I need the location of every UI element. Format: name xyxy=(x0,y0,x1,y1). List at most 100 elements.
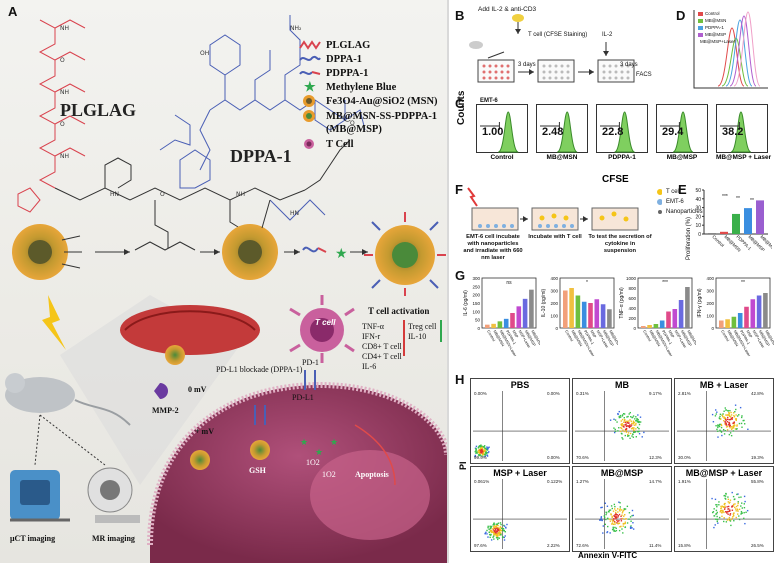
t-cell-label: T cell xyxy=(315,318,336,327)
bar xyxy=(719,320,724,328)
event-dot xyxy=(734,404,737,406)
event-dot xyxy=(483,449,485,452)
event-dot xyxy=(617,430,619,432)
histogram-group-label: Control xyxy=(490,154,514,161)
bar xyxy=(491,323,496,328)
event-dot xyxy=(494,526,497,528)
x-tick-label: Control xyxy=(564,330,574,343)
event-dot xyxy=(624,434,627,437)
event-dot xyxy=(712,421,715,423)
quadrant-percentage: 2.81% xyxy=(678,391,691,396)
event-dot xyxy=(611,518,613,521)
event-dot xyxy=(506,523,508,526)
event-dot xyxy=(503,525,506,527)
event-dot xyxy=(619,502,621,504)
bar xyxy=(581,301,587,328)
event-dot xyxy=(716,428,718,431)
event-dot xyxy=(502,536,504,538)
event-dot xyxy=(616,522,618,524)
event-dot xyxy=(722,413,724,415)
y-tick-label: 50 xyxy=(475,318,481,323)
event-dot xyxy=(637,418,639,421)
event-dot xyxy=(620,420,623,422)
event-dot xyxy=(618,416,621,419)
legend-item-pdppa: PDPPA-1 xyxy=(298,66,368,80)
event-dot xyxy=(487,451,489,454)
event-dot xyxy=(729,416,732,418)
panel-h-letter: H xyxy=(455,372,465,387)
event-dot xyxy=(628,420,630,422)
event-dot xyxy=(735,414,737,416)
event-dot xyxy=(628,424,631,427)
event-dot xyxy=(743,517,745,520)
event-dot xyxy=(610,514,612,516)
event-dot xyxy=(497,529,499,531)
histogram-gate xyxy=(660,122,680,130)
event-dot xyxy=(732,430,735,432)
histogram-group-label: MB@MSP xyxy=(666,154,698,161)
event-dot xyxy=(735,505,738,508)
event-dot xyxy=(504,535,506,537)
event-dot xyxy=(615,509,617,512)
bar xyxy=(708,233,716,234)
event-dot xyxy=(629,424,631,426)
event-dot xyxy=(723,520,725,523)
flow-plot-title: MSP + Laser xyxy=(493,468,547,478)
event-dot xyxy=(716,505,718,508)
event-dot xyxy=(615,514,617,516)
event-dot xyxy=(627,435,629,437)
facs-label: FACS xyxy=(636,72,652,78)
cytokine-item: IFN-r xyxy=(362,332,381,341)
event-dot xyxy=(726,425,729,428)
legend-item-plglag: PLGLAG xyxy=(298,38,370,52)
event-dot xyxy=(487,525,489,528)
event-dot xyxy=(725,422,727,425)
event-dot xyxy=(605,518,607,521)
event-dot xyxy=(616,421,618,423)
event-dot xyxy=(737,493,739,495)
event-dot xyxy=(728,415,731,418)
event-dot xyxy=(740,496,742,498)
bar xyxy=(750,299,756,328)
event-dot xyxy=(727,416,729,419)
event-dot xyxy=(608,509,611,512)
event-dot xyxy=(498,534,501,536)
quadrant-percentage: 1.27% xyxy=(576,479,589,484)
event-dot xyxy=(716,411,718,413)
event-dot xyxy=(493,531,496,533)
event-dot xyxy=(715,513,717,515)
quadrant-percentage: 70.6% xyxy=(576,455,589,460)
bar xyxy=(516,306,522,328)
event-dot xyxy=(729,513,732,515)
event-dot xyxy=(480,447,482,449)
event-dot xyxy=(639,416,642,418)
event-dot xyxy=(613,521,616,523)
event-dot xyxy=(633,422,636,424)
legend-item-mb: ★ Methylene Blue xyxy=(298,79,396,94)
event-dot xyxy=(636,419,638,422)
plot-frame xyxy=(715,277,771,329)
panel-d-letter: D xyxy=(676,8,686,23)
event-dot xyxy=(636,417,638,420)
event-dot xyxy=(720,509,723,512)
event-dot xyxy=(474,454,477,457)
event-dot xyxy=(625,427,628,430)
y-tick-label: 150 xyxy=(472,301,480,306)
event-dot xyxy=(729,510,731,512)
event-dot xyxy=(632,522,634,524)
event-dot xyxy=(732,515,735,517)
event-dot xyxy=(741,415,743,417)
event-dot xyxy=(643,431,645,434)
event-dot xyxy=(726,519,729,521)
event-dot xyxy=(631,435,633,437)
significance-mark: *** xyxy=(722,194,728,200)
histogram-gate xyxy=(600,122,620,130)
event-dot xyxy=(492,532,495,534)
event-dot xyxy=(493,538,495,540)
bar xyxy=(725,319,730,328)
proliferation-value: 2.48 xyxy=(542,126,564,138)
event-dot xyxy=(623,413,626,415)
histogram-plot xyxy=(536,104,588,153)
y-axis-label: IL-6 (pg/ml) xyxy=(463,290,469,316)
